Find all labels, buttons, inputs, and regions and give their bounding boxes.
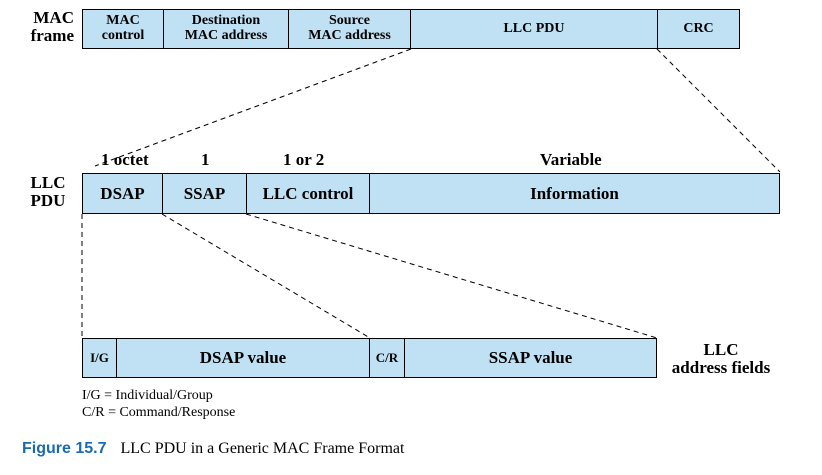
field-cr: C/R bbox=[369, 338, 405, 378]
legend-cr: C/R = Command/Response bbox=[82, 405, 236, 420]
mac-frame-label-line2: frame bbox=[30, 25, 74, 45]
mac-frame-label-line1: MAC bbox=[33, 8, 74, 27]
size-information: Variable bbox=[540, 150, 602, 169]
llc-address-fields-label: LLC address fields bbox=[662, 341, 780, 377]
field-crc: CRC bbox=[657, 9, 740, 49]
llc-pdu-label: LLC PDU bbox=[26, 174, 70, 210]
figure-caption: Figure 15.7 LLC PDU in a Generic MAC Fra… bbox=[22, 440, 404, 458]
dashed-line-llcpdu-left bbox=[94, 48, 412, 167]
dashed-line-ssap-right bbox=[245, 213, 658, 339]
size-llc-control: 1 or 2 bbox=[283, 150, 325, 169]
field-ig: I/G bbox=[82, 338, 117, 378]
field-ssap-value: SSAP value bbox=[404, 338, 657, 378]
figure-title: LLC PDU in a Generic MAC Frame Format bbox=[120, 440, 405, 457]
field-information: Information bbox=[369, 173, 780, 214]
legend: I/G = Individual/Group C/R = Command/Res… bbox=[82, 387, 235, 421]
size-dsap: 1 octet bbox=[101, 150, 149, 169]
llc-address-fields-label-line2: address fields bbox=[671, 357, 771, 377]
legend-ig: I/G = Individual/Group bbox=[82, 388, 213, 403]
mac-frame-label: MAC frame bbox=[22, 9, 74, 45]
llc-address-fields-label-line1: LLC bbox=[703, 340, 739, 359]
dashed-line-crc-right bbox=[656, 48, 781, 173]
field-llc-pdu: LLC PDU bbox=[410, 9, 658, 49]
figure-number: Figure 15.7 bbox=[22, 440, 107, 457]
llc-pdu-label-line1: LLC bbox=[30, 173, 66, 192]
field-dsap: DSAP bbox=[82, 173, 163, 214]
field-ssap: SSAP bbox=[162, 173, 247, 214]
llc-pdu-label-line2: PDU bbox=[30, 190, 66, 210]
field-llc-control: LLC control bbox=[246, 173, 370, 214]
size-ssap: 1 bbox=[201, 150, 210, 169]
field-dsap-value: DSAP value bbox=[116, 338, 370, 378]
dashed-line-dsap-right bbox=[161, 213, 371, 339]
